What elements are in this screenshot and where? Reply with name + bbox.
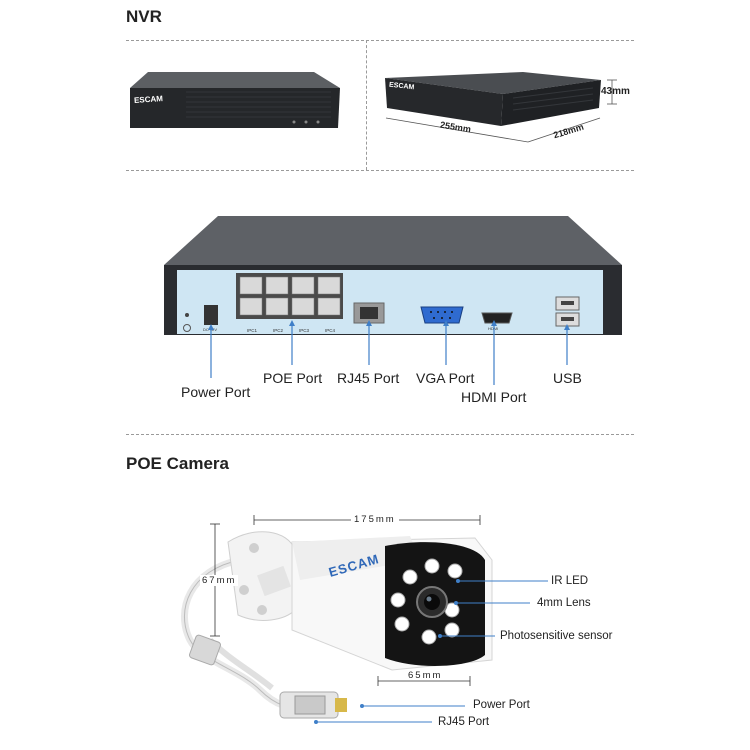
- nvr-height-dim: 43mm: [601, 86, 630, 97]
- section-title-poe-camera: POE Camera: [126, 454, 229, 473]
- lens-label: 4mm Lens: [537, 597, 591, 609]
- rear-hdmi-label: HDMI: [488, 326, 499, 331]
- divider-top: [126, 40, 634, 41]
- camera-image: ESCAM: [180, 520, 500, 745]
- divider-camera-top: [126, 434, 634, 435]
- divider-vertical: [366, 40, 367, 170]
- rear-ipc3-label: IPC3: [299, 328, 310, 333]
- camera-length-dim: 175mm: [351, 514, 399, 525]
- camera-height-dim: 67mm: [200, 575, 239, 586]
- nvr-front-image: ESCAM: [126, 70, 341, 130]
- nvr-dimension-lines: [385, 79, 617, 143]
- hdmi-port-label: HDMI Port: [461, 389, 527, 405]
- rear-ipc2-label: IPC2: [273, 328, 284, 333]
- ir-led-label: IR LED: [551, 575, 589, 587]
- rear-ipc1-label: IPC1: [247, 328, 258, 333]
- rj45-port-label: RJ45 Port: [337, 370, 400, 386]
- vga-port-label: VGA Port: [416, 370, 475, 386]
- rear-ipc4-label: IPC4: [325, 328, 336, 333]
- camera-power-port-label: Power Port: [473, 699, 530, 711]
- camera-diameter-dim: 65mm: [408, 670, 443, 681]
- power-port-label: Power Port: [181, 384, 251, 400]
- photosensor-label: Photosensitive sensor: [500, 630, 613, 642]
- rear-dc-label: DC 12V: [203, 327, 218, 332]
- divider-nvr-bottom: [126, 170, 634, 171]
- nvr-rear-image: DC 12V IPC1 IPC2 IPC3 IPC4 HDMI: [163, 215, 623, 340]
- usb-label: USB: [553, 370, 582, 386]
- nvr-angle-image: ESCAM: [383, 68, 608, 148]
- poe-port-label: POE Port: [263, 370, 323, 386]
- section-title-nvr: NVR: [126, 7, 162, 26]
- camera-rj45-port-label: RJ45 Port: [438, 716, 490, 728]
